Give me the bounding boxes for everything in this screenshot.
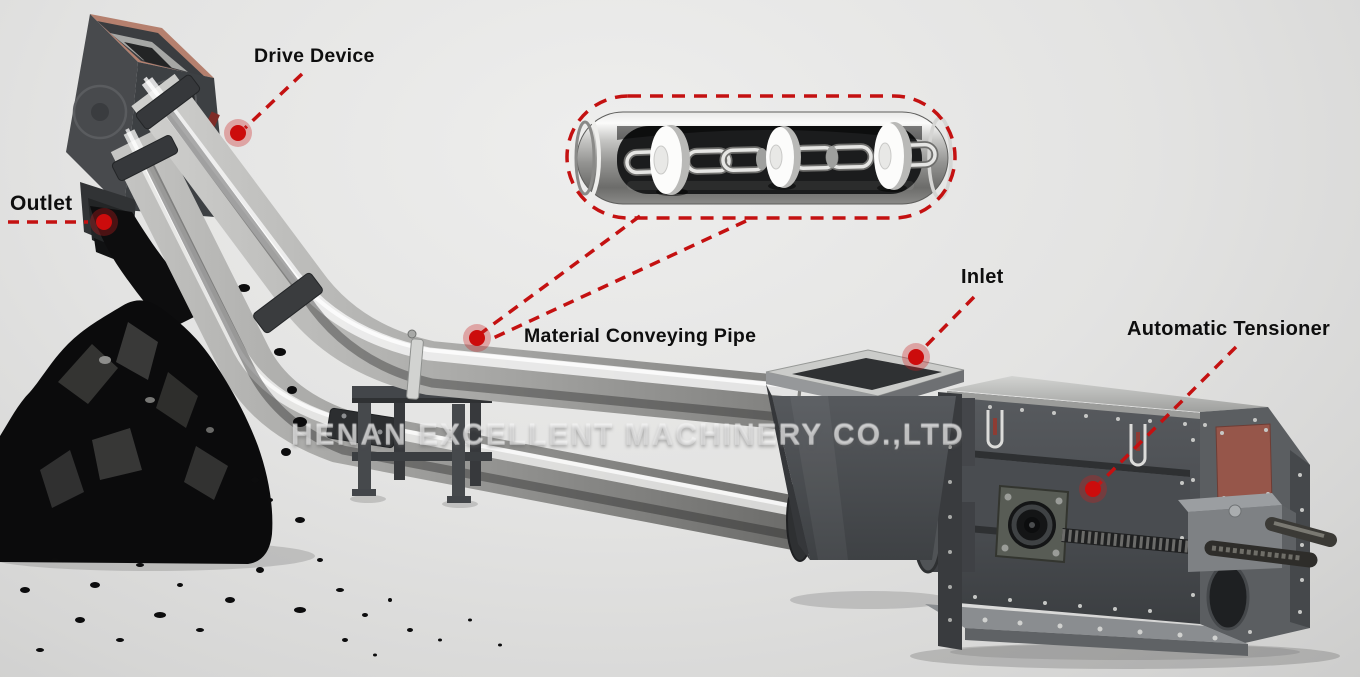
inlet-hopper (765, 349, 965, 560)
inlet-leader (919, 295, 976, 353)
tensioner-leader (1097, 345, 1238, 486)
tension-screw (1061, 493, 1337, 572)
callout-dashed-border (565, 94, 957, 220)
coal-debris (20, 386, 502, 657)
outlet-marker-dot (90, 208, 118, 236)
watermark-text: HENAN EXCELLENT MACHINERY CO.,LTD (291, 419, 965, 452)
pipe-marker-dot (463, 324, 491, 352)
drive-device-leader (243, 72, 304, 130)
tensioner-box (925, 376, 1337, 656)
conveyor-discs (650, 122, 912, 196)
coal-stream (90, 206, 196, 330)
inlet-marker-dot (902, 343, 930, 371)
coal-pile (0, 300, 502, 657)
chain-detail-callout (478, 94, 957, 342)
pipe-flange-collar (253, 272, 323, 334)
material-conveying-pipe-label: Material Conveying Pipe (524, 325, 757, 347)
hanger-clamp-icon (986, 410, 1147, 467)
pipe-flange-collar (135, 74, 201, 130)
marker-dots (90, 119, 1107, 503)
leader-lines (8, 72, 1238, 486)
tensioner-marker-dot (1079, 475, 1107, 503)
pipe-clamp-band (406, 338, 424, 400)
conveying-pipe-upper (111, 73, 803, 431)
drive-device-marker-dot (224, 119, 252, 147)
base-flange (925, 604, 1248, 644)
outlet-label: Outlet (10, 192, 73, 215)
conveying-pipe-lower (110, 127, 806, 551)
bearing-hub (994, 484, 1070, 564)
drive-device-label: Drive Device (254, 45, 375, 67)
pipe-flange-collar (111, 134, 179, 182)
automatic-tensioner-label: Automatic Tensioner (1127, 318, 1331, 340)
inlet-label: Inlet (961, 266, 1004, 288)
